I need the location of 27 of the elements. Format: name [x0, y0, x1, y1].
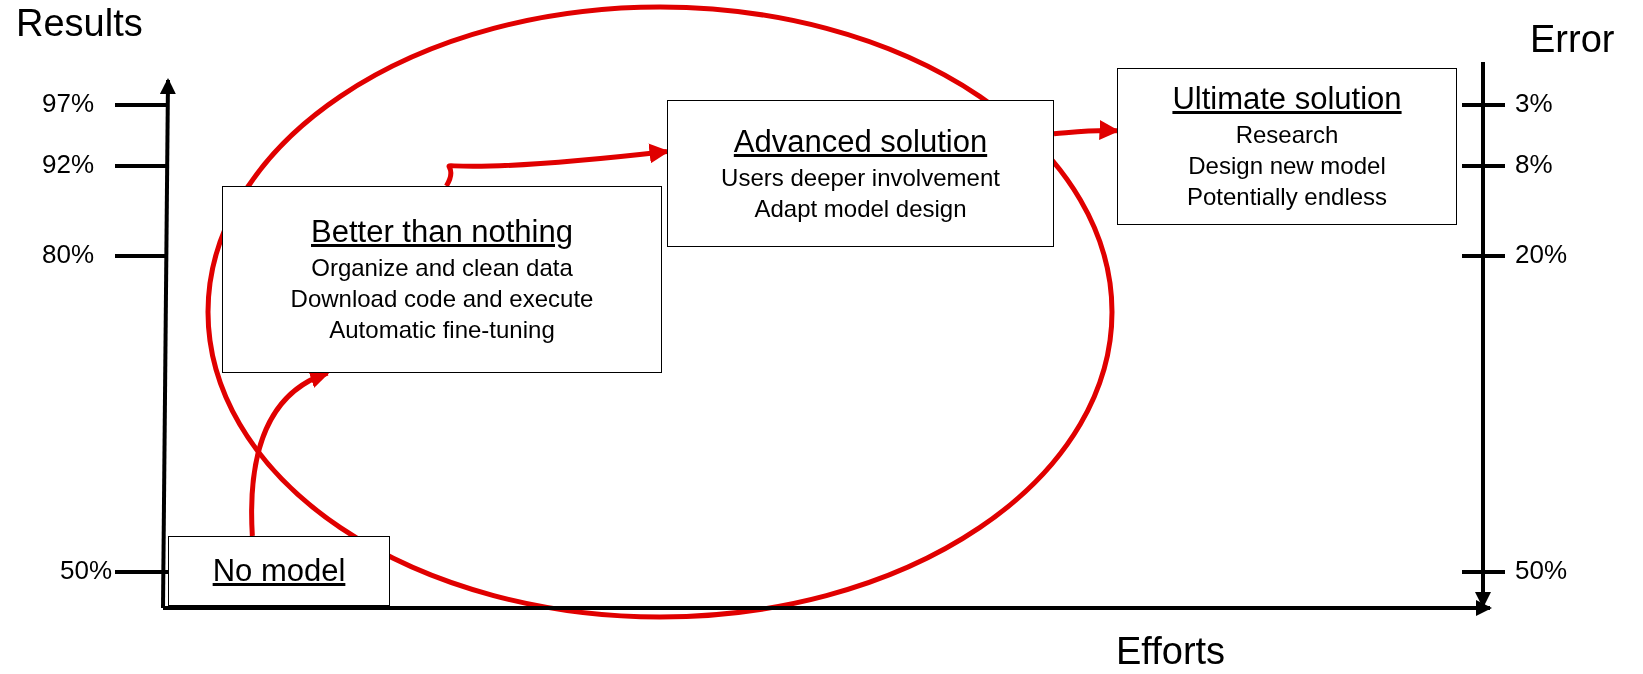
box-heading: Better than nothing: [311, 213, 573, 252]
axis-title: Efforts: [1116, 630, 1226, 673]
box-text: Download code and execute: [290, 284, 594, 315]
tick-label: 80%: [42, 239, 95, 270]
box-text: Users deeper involvement: [721, 162, 1000, 193]
box-heading: Ultimate solution: [1172, 80, 1402, 119]
box-text: Adapt model design: [754, 193, 967, 224]
box-text: Automatic fine-tuning: [329, 315, 555, 346]
tick-label: 3%: [1515, 88, 1553, 119]
solution-box: [168, 536, 390, 606]
tick-label: 92%: [42, 149, 95, 180]
axis-title: Error: [1530, 18, 1615, 61]
axis-title: Results: [16, 2, 143, 45]
solution-box: [222, 186, 662, 373]
solution-box: [667, 100, 1054, 247]
box-text: Research: [1235, 120, 1339, 151]
box-text: Potentially endless: [1186, 182, 1388, 213]
box-text: Design new model: [1188, 151, 1386, 182]
tick-label: 50%: [60, 555, 113, 586]
tick-label: 20%: [1515, 239, 1568, 270]
solution-box: [1117, 68, 1457, 225]
tick-label: 50%: [1515, 555, 1568, 586]
box-heading: No model: [212, 551, 346, 590]
tick-label: 97%: [42, 88, 95, 119]
tick-label: 8%: [1515, 149, 1553, 180]
box-text: Organize and clean data: [311, 253, 573, 284]
box-heading: Advanced solution: [733, 122, 988, 161]
